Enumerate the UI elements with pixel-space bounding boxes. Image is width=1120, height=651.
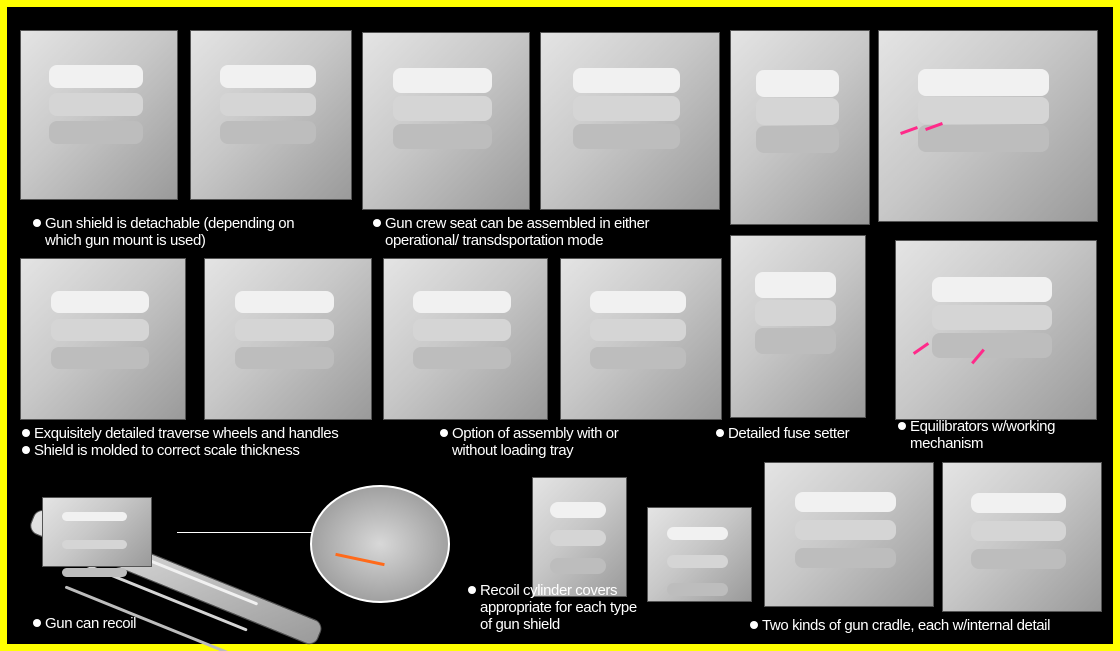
caption-line: of gun shield <box>480 616 560 633</box>
fuse-setter-top-image <box>730 30 870 225</box>
bullet-icon <box>33 619 41 627</box>
callout-line <box>177 532 322 533</box>
caption-line: Gun shield is detachable (depending on <box>45 215 295 232</box>
caption-line: Two kinds of gun cradle, each w/internal… <box>762 617 1051 634</box>
gun-cradle-image-1 <box>764 462 934 607</box>
loading-tray-image-1 <box>383 258 548 420</box>
equilibrators-image <box>895 240 1097 420</box>
traverse-image-1 <box>20 258 186 420</box>
caption-line: Equilibrators w/working <box>910 418 1056 435</box>
bullet-icon <box>22 446 30 454</box>
recoil-detail-circle <box>310 485 450 603</box>
crew-seat-image-1 <box>362 32 530 210</box>
caption-line: which gun mount is used) <box>45 232 206 249</box>
caption-recoil: Gun can recoil <box>33 615 137 632</box>
bullet-icon <box>468 586 476 594</box>
bullet-icon <box>33 219 41 227</box>
gun-shield-image-2 <box>190 30 352 200</box>
caption-equilibrators: Equilibrators w/working mechanism <box>898 418 1055 452</box>
crew-seat-image-2 <box>540 32 720 210</box>
caption-line: Gun crew seat can be assembled in either <box>385 215 650 232</box>
caption-line: appropriate for each type <box>480 599 637 616</box>
traverse-image-2 <box>204 258 372 420</box>
caption-line: operational/ transdsportation mode <box>385 232 604 249</box>
caption-line: Exquisitely detailed traverse wheels and… <box>34 425 339 442</box>
bullet-icon <box>750 621 758 629</box>
bullet-icon <box>22 429 30 437</box>
recoil-cover-image-1 <box>532 477 627 597</box>
gun-cradle-image-2 <box>942 462 1102 612</box>
gun-breech-image <box>42 497 152 567</box>
recoil-cover-image-2 <box>647 507 752 602</box>
bullet-icon <box>898 422 906 430</box>
caption-traverse: Exquisitely detailed traverse wheels and… <box>22 425 339 459</box>
caption-line: Gun can recoil <box>45 615 137 632</box>
caption-line: Shield is molded to correct scale thickn… <box>34 442 300 459</box>
caption-loading-tray: Option of assembly with or without loadi… <box>440 425 619 459</box>
shield-arrows-image <box>878 30 1098 222</box>
caption-line: Recoil cylinder covers <box>480 582 618 599</box>
caption-cradle: Two kinds of gun cradle, each w/internal… <box>750 617 1050 634</box>
caption-fuse-setter: Detailed fuse setter <box>716 425 850 442</box>
loading-tray-image-2 <box>560 258 722 420</box>
bullet-icon <box>373 219 381 227</box>
caption-recoil-covers: Recoil cylinder covers appropriate for e… <box>468 582 637 633</box>
gun-shield-image-1 <box>20 30 178 200</box>
fuse-setter-image <box>730 235 866 418</box>
caption-line: without loading tray <box>452 442 574 459</box>
bullet-icon <box>716 429 724 437</box>
bullet-icon <box>440 429 448 437</box>
feature-sheet: Gun shield is detachable (depending on w… <box>7 7 1113 648</box>
caption-gun-shield: Gun shield is detachable (depending on w… <box>33 215 295 249</box>
caption-crew-seat: Gun crew seat can be assembled in either… <box>373 215 650 249</box>
caption-line: Detailed fuse setter <box>728 425 850 442</box>
caption-line: Option of assembly with or <box>452 425 619 442</box>
caption-line: mechanism <box>910 435 984 452</box>
